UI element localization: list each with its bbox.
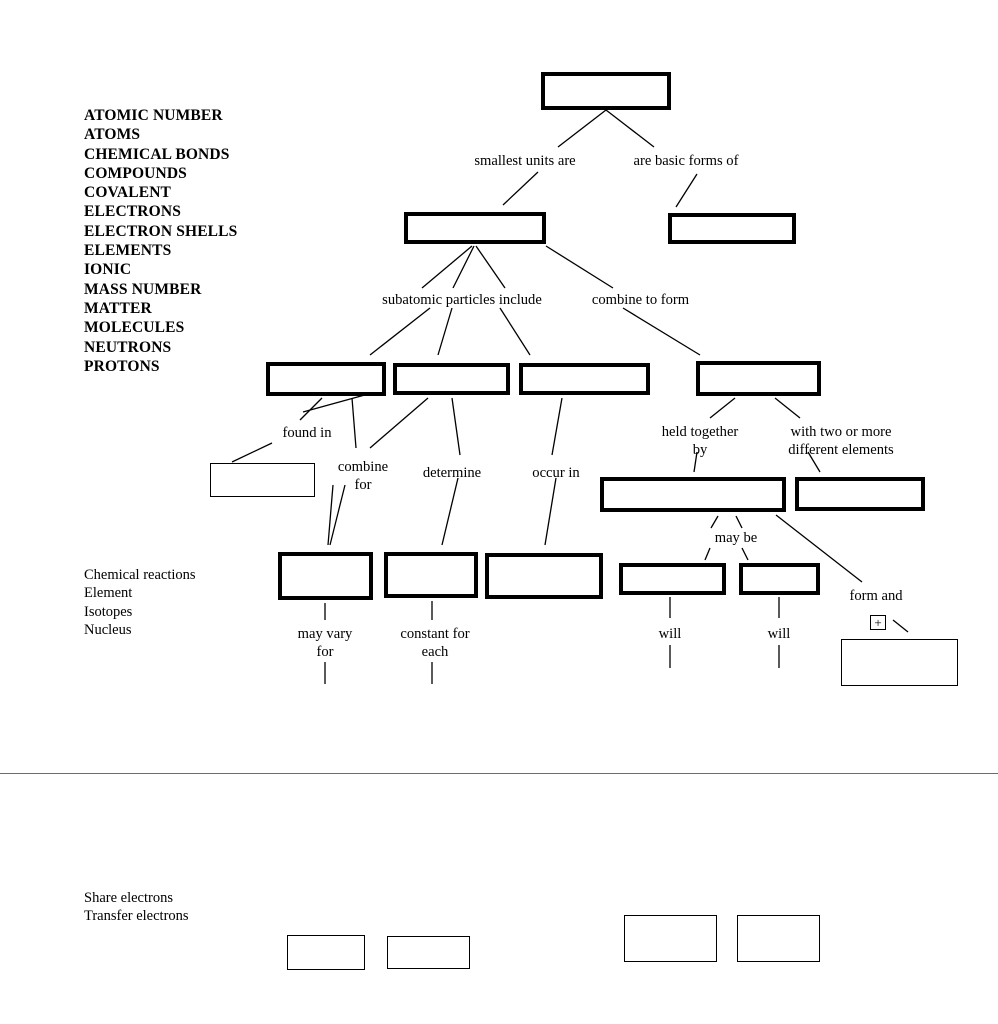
word-bank-term: Isotopes bbox=[84, 603, 133, 620]
connector-line bbox=[437, 307, 453, 356]
label-are-basic-forms-of: are basic forms of bbox=[633, 153, 739, 169]
word-bank-term: COVALENT bbox=[84, 184, 172, 202]
connector-line bbox=[710, 515, 719, 529]
label-will-right: will bbox=[767, 626, 791, 642]
connector-line bbox=[231, 442, 273, 463]
connector-line bbox=[605, 109, 655, 148]
connector-line bbox=[551, 397, 563, 456]
connector-line bbox=[622, 307, 701, 356]
connector-line bbox=[451, 397, 461, 456]
box-particle-3[interactable] bbox=[519, 363, 650, 395]
box-particle-2[interactable] bbox=[393, 363, 510, 395]
label-two-or-more: with two or more different elements bbox=[788, 424, 894, 458]
box-atomic-number[interactable] bbox=[384, 552, 478, 598]
box-nucleus[interactable] bbox=[210, 463, 315, 497]
connector-line bbox=[369, 307, 431, 356]
label-constant-for-each: constant for each bbox=[400, 626, 470, 660]
box-chem-reactions[interactable] bbox=[841, 639, 958, 686]
label-smallest-units-are: smallest units are bbox=[474, 153, 576, 169]
label-subatomic-particles: subatomic particles include bbox=[382, 292, 542, 308]
box-bottom-3[interactable] bbox=[624, 915, 717, 962]
connector-line bbox=[704, 547, 711, 561]
label-combine-for: combine for bbox=[337, 459, 389, 493]
word-bank-term: COMPOUNDS bbox=[84, 164, 187, 182]
connector-line bbox=[327, 484, 334, 546]
word-bank-term: Chemical reactions bbox=[84, 567, 196, 583]
connector-line bbox=[329, 484, 346, 546]
label-occur-in: occur in bbox=[532, 465, 580, 481]
word-bank-term: Share electrons bbox=[84, 890, 173, 906]
connector-line bbox=[545, 245, 614, 289]
word-bank-term: IONIC bbox=[84, 261, 132, 279]
connector-line bbox=[502, 171, 539, 206]
box-chemical-bonds[interactable] bbox=[600, 477, 786, 512]
word-bank-term: Transfer electrons bbox=[84, 908, 189, 925]
word-bank-term: Element bbox=[84, 585, 133, 602]
connector-line bbox=[544, 477, 557, 546]
word-bank-term: NEUTRONS bbox=[84, 338, 172, 356]
connector-line bbox=[499, 307, 531, 356]
connector-line bbox=[774, 397, 801, 419]
word-bank-term: MASS NUMBER bbox=[84, 280, 202, 298]
connector-line bbox=[369, 397, 429, 449]
box-bottom-2[interactable] bbox=[387, 936, 470, 969]
label-form-and: form and bbox=[849, 588, 903, 604]
word-bank-term: MATTER bbox=[84, 299, 152, 317]
connector-line bbox=[452, 245, 475, 289]
connector-line bbox=[735, 515, 743, 529]
box-bottom-4[interactable] bbox=[737, 915, 820, 962]
label-held-together-by: held together by bbox=[661, 424, 739, 458]
box-elements[interactable] bbox=[668, 213, 796, 244]
connector-line bbox=[421, 245, 473, 289]
box-compounds[interactable] bbox=[795, 477, 925, 511]
label-found-in: found in bbox=[282, 425, 332, 441]
box-particle-1[interactable] bbox=[266, 362, 386, 396]
connector-line bbox=[299, 397, 323, 421]
box-root[interactable] bbox=[541, 72, 671, 110]
label-determine: determine bbox=[422, 465, 482, 481]
connector-line bbox=[709, 397, 736, 419]
word-bank-term: ELEMENTS bbox=[84, 242, 172, 260]
box-bottom-1[interactable] bbox=[287, 935, 365, 970]
word-bank-term: ELECTRON SHELLS bbox=[84, 222, 238, 240]
box-bond-type-2[interactable] bbox=[739, 563, 820, 595]
word-bank-term: PROTONS bbox=[84, 357, 160, 375]
connector-line bbox=[557, 109, 607, 148]
word-bank-term: CHEMICAL BONDS bbox=[84, 145, 230, 163]
connector-line bbox=[741, 547, 749, 561]
box-bond-type-1[interactable] bbox=[619, 563, 726, 595]
word-bank-term: ATOMIC NUMBER bbox=[84, 107, 223, 124]
connector-line bbox=[675, 173, 698, 208]
word-bank-term: MOLECULES bbox=[84, 319, 185, 337]
word-bank-term: Nucleus bbox=[84, 621, 132, 638]
connector-line bbox=[475, 245, 506, 289]
box-mass-number[interactable] bbox=[278, 552, 373, 600]
label-may-be: may be bbox=[714, 530, 758, 546]
label-combine-to-form: combine to form bbox=[591, 292, 690, 308]
connector-line bbox=[892, 619, 909, 633]
label-may-vary-for: may vary for bbox=[297, 626, 353, 660]
connector-line bbox=[351, 397, 357, 449]
word-bank-term: ATOMS bbox=[84, 126, 141, 144]
label-will-left: will bbox=[658, 626, 682, 642]
section-divider bbox=[0, 773, 998, 774]
box-atoms[interactable] bbox=[404, 212, 546, 244]
box-molecules[interactable] bbox=[696, 361, 821, 396]
word-bank-term: ELECTRONS bbox=[84, 203, 181, 221]
connector-line bbox=[441, 477, 459, 546]
box-electron-shells[interactable] bbox=[485, 553, 603, 599]
plus-icon: + bbox=[870, 615, 886, 630]
